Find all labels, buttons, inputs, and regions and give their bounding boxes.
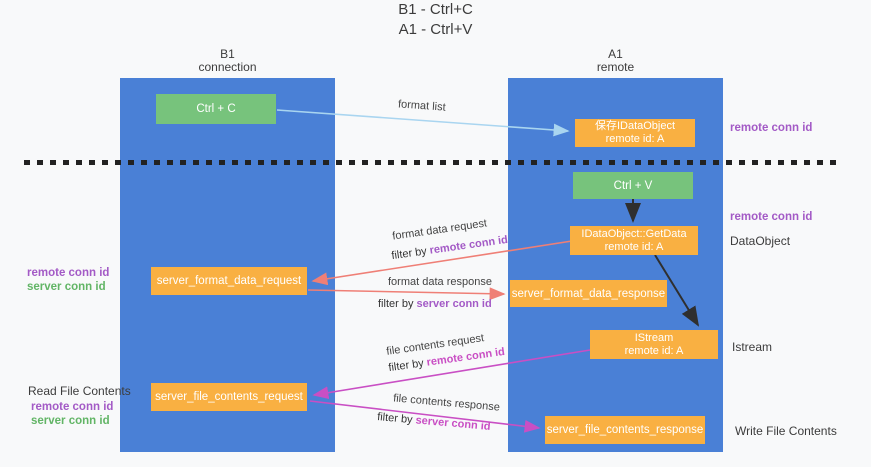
title-line-1: B1 - Ctrl+C [398, 1, 473, 18]
filter-key-2: server conn id [416, 298, 492, 310]
node-getdata-line2: remote id: A [604, 240, 664, 253]
annotation-left-server-conn-2: server conn id [31, 415, 110, 427]
annotation-left-remote-conn-1: remote conn id [27, 267, 110, 279]
node-server-format-data-response: server_format_data_response [510, 280, 667, 307]
annotation-left-remote-conn-2: remote conn id [31, 401, 114, 413]
node-save-idataobject-line1: 保存IDataObject [594, 120, 676, 132]
node-save-idataobject: 保存IDataObject remote id: A [575, 119, 695, 147]
node-istream-line2: remote id: A [624, 344, 684, 357]
lane-b1-subtitle: connection [198, 60, 257, 74]
node-ctrl-c-label: Ctrl + C [196, 103, 236, 115]
node-file-response-label: server_file_contents_response [546, 424, 704, 436]
node-ctrl-v-label: Ctrl + V [613, 179, 653, 192]
node-server-file-contents-request: server_file_contents_request [151, 383, 307, 411]
node-getdata-line1: IDataObject::GetData [581, 227, 687, 240]
label-format-data-response: format data response [388, 276, 492, 288]
filter-prefix-1: filter by [390, 244, 431, 263]
node-ctrl-v: Ctrl + V [573, 172, 693, 199]
title-line-2: A1 - Ctrl+V [398, 21, 473, 38]
annotation-write-file-contents: Write File Contents [735, 424, 837, 438]
lane-header-a1: A1 remote [508, 48, 723, 74]
annotation-istream: Istream [732, 340, 773, 354]
node-server-file-contents-response: server_file_contents_response [545, 416, 705, 444]
filter-prefix-2: filter by [378, 298, 417, 310]
label-file-contents-response: file contents response [392, 392, 501, 414]
node-istream: IStream remote id: A [590, 330, 718, 359]
label-filter-server-conn-1: filter by server conn id [378, 298, 492, 310]
filter-key-1: remote conn id [428, 233, 509, 257]
lane-a1-title: A1 [608, 47, 623, 61]
lane-a1-subtitle: remote [596, 60, 635, 74]
node-server-format-data-request: server_format_data_request [151, 267, 307, 295]
annotation-remote-conn-id-mid: remote conn id [730, 211, 813, 223]
node-format-response-label: server_format_data_response [511, 287, 666, 300]
label-format-list: format list [397, 98, 447, 114]
annotation-remote-conn-id-top: remote conn id [730, 122, 813, 134]
node-file-request-label: server_file_contents_request [155, 391, 303, 403]
annotation-dataobject: DataObject [730, 234, 791, 248]
lane-b1-title: B1 [220, 47, 235, 61]
node-save-idataobject-line2: remote id: A [605, 133, 665, 145]
filter-key-4: server conn id [415, 414, 492, 433]
label-filter-server-conn-2: filter by server conn id [377, 411, 491, 433]
node-istream-line1: IStream [634, 331, 674, 344]
annotation-read-file-contents: Read File Contents [28, 384, 131, 398]
node-format-request-label: server_format_data_request [156, 275, 302, 287]
arrow-format-data-response [307, 287, 506, 301]
lane-header-b1: B1 connection [120, 48, 335, 74]
filter-prefix-4: filter by [376, 411, 417, 427]
filter-prefix-3: filter by [387, 356, 428, 375]
annotation-left-server-conn-1: server conn id [27, 281, 106, 293]
phase-separator-dashed-line [24, 160, 838, 165]
diagram-title: B1 - Ctrl+C A1 - Ctrl+V [0, 0, 871, 40]
node-idataobject-getdata: IDataObject::GetData remote id: A [570, 226, 698, 255]
node-ctrl-c: Ctrl + C [156, 94, 276, 124]
